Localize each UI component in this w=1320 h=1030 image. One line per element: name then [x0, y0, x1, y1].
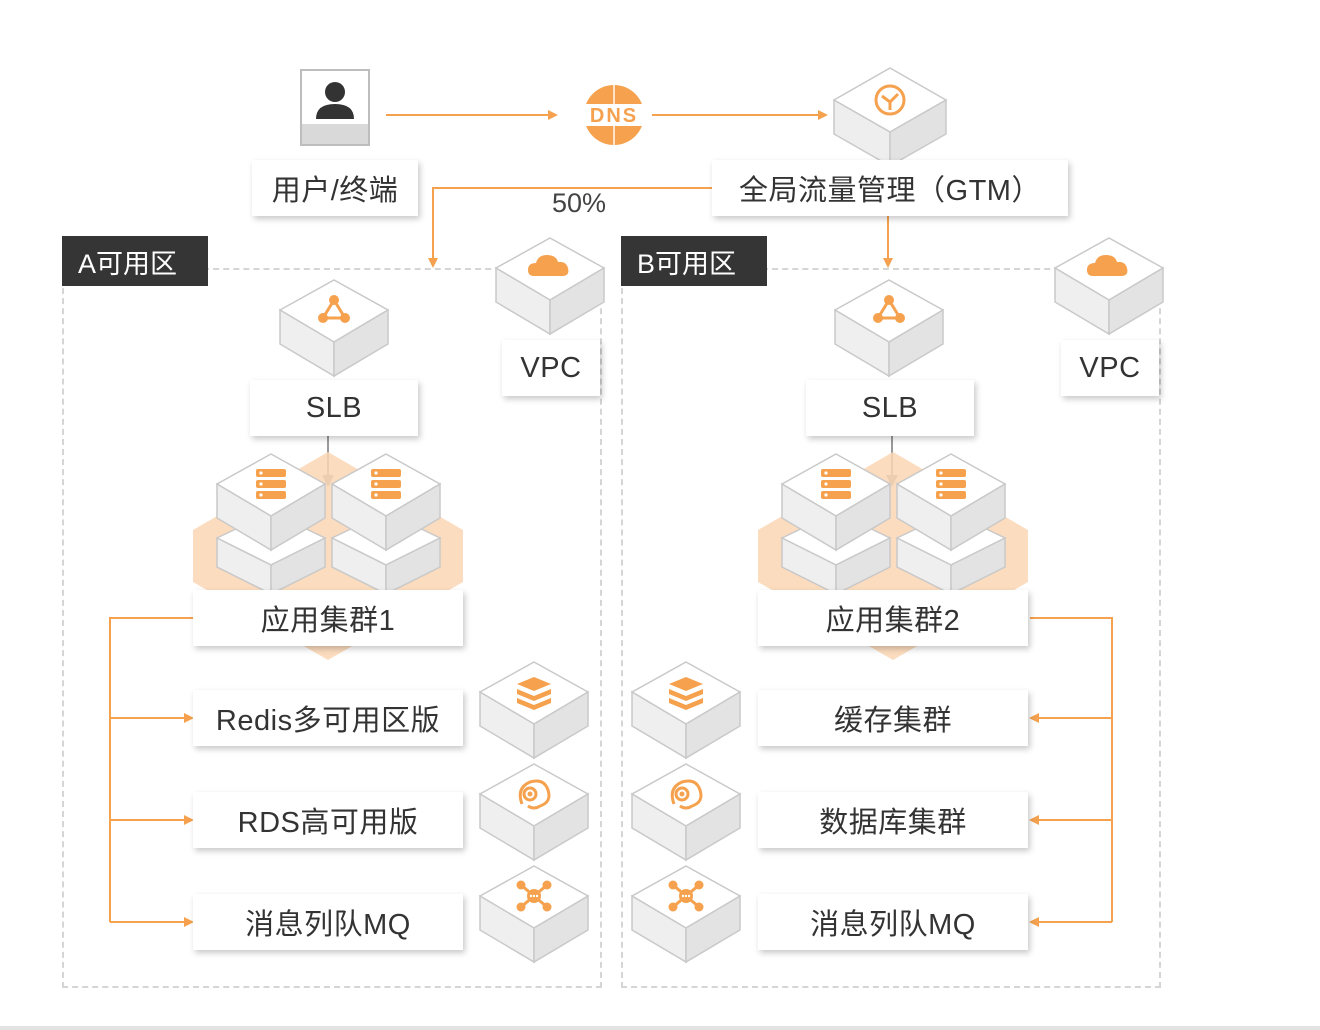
slb-icon: [318, 295, 350, 323]
zone-b-vpc-label: VPC: [1061, 340, 1159, 396]
zone-a-rds-label: RDS高可用版: [193, 792, 463, 848]
zone-a-mq-label: 消息列队MQ: [193, 894, 463, 950]
cloud-icon: [1087, 255, 1128, 276]
gtm-cube: [832, 67, 948, 168]
zone-b-mq-cube: [630, 865, 742, 964]
gtm-label: 全局流量管理（GTM）: [712, 160, 1068, 216]
zone-a-redis-label: Redis多可用区版: [193, 690, 463, 746]
server-icon: [256, 469, 286, 499]
zone-a-cluster-cube: [330, 453, 442, 552]
user-terminal-label: 用户/终端: [252, 160, 418, 216]
zone-a-mq-cube: [478, 865, 590, 964]
db-icon: [518, 779, 551, 810]
zone-b-cache-label: 缓存集群: [758, 690, 1028, 746]
server-icon: [936, 469, 966, 499]
zone-a-cluster-cube: [215, 453, 327, 552]
zone-b-title: B可用区: [621, 236, 767, 286]
zone-b-db-cube: [630, 763, 742, 862]
zone-a-vpc-label: VPC: [502, 340, 600, 396]
zone-a-slb-cube: [278, 279, 390, 378]
zone-b-slb-cube: [833, 279, 945, 378]
zone-b-db-label: 数据库集群: [758, 792, 1028, 848]
zone-a-rds-cube: [478, 763, 590, 862]
zone-a-box: [62, 268, 602, 988]
zone-b-box: [621, 268, 1161, 988]
dns-text: DNS: [590, 105, 638, 127]
db-icon: [670, 779, 703, 810]
zone-b-mq-label: 消息列队MQ: [758, 894, 1028, 950]
zone-b-cluster-cube: [895, 453, 1007, 552]
server-icon: [371, 469, 401, 499]
redis-icon: [517, 677, 551, 710]
mq-icon: [516, 880, 552, 912]
traffic-split-percent: 50%: [552, 188, 607, 218]
zone-a-slb-label: SLB: [250, 380, 418, 436]
arrow-gtm-to-zone-a: [428, 187, 712, 268]
cloud-icon: [528, 255, 569, 276]
user-terminal-card: [300, 69, 370, 146]
slb-icon: [873, 295, 905, 323]
server-icon: [821, 469, 851, 499]
redis-icon: [669, 677, 703, 710]
zone-a-redis-cube: [478, 661, 590, 760]
zone-b-vpc-cube: [1053, 237, 1165, 336]
zone-a-title: A可用区: [62, 236, 208, 286]
zone-b-cache-cube: [630, 661, 742, 760]
zone-a-vpc-cube: [494, 237, 606, 336]
zone-b-cluster-label: 应用集群2: [758, 590, 1028, 646]
zone-b-slb-label: SLB: [806, 380, 974, 436]
zone-b-cluster-cube: [780, 453, 892, 552]
dns-icon: DNS: [578, 85, 650, 145]
zone-a-cluster-label: 应用集群1: [193, 590, 463, 646]
mq-icon: [668, 880, 704, 912]
gtm-icon: [874, 84, 906, 116]
bottom-divider: [0, 1026, 1320, 1030]
user-icon: [316, 82, 354, 119]
